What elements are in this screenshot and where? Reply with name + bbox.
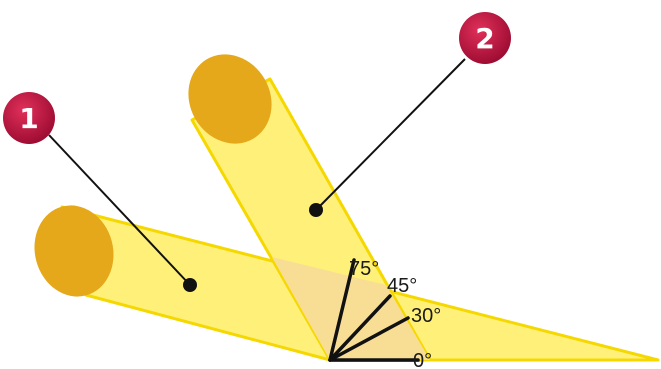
marker-2-label: 2 (475, 22, 494, 55)
leader-lines (48, 58, 466, 286)
angle-label-75: 75° (349, 258, 379, 280)
leader-line-1 (48, 134, 191, 286)
leader-dot-1 (183, 278, 197, 292)
angle-label-30: 30° (411, 305, 441, 327)
angle-label-0: 0° (413, 350, 432, 369)
ray-45 (328, 294, 392, 362)
leader-dot-2 (309, 203, 323, 217)
beam-high-end (188, 54, 272, 144)
leader-line-2 (315, 58, 466, 211)
angle-label-45: 45° (387, 275, 417, 297)
marker-1: 1 (3, 92, 55, 144)
angle-rays (328, 258, 420, 362)
marker-2: 2 (459, 12, 511, 64)
beam-overlap (272, 257, 430, 360)
marker-1-label: 1 (19, 102, 38, 135)
ray-30 (328, 316, 410, 362)
ray-75 (328, 258, 356, 362)
beam-low-end (34, 205, 114, 297)
